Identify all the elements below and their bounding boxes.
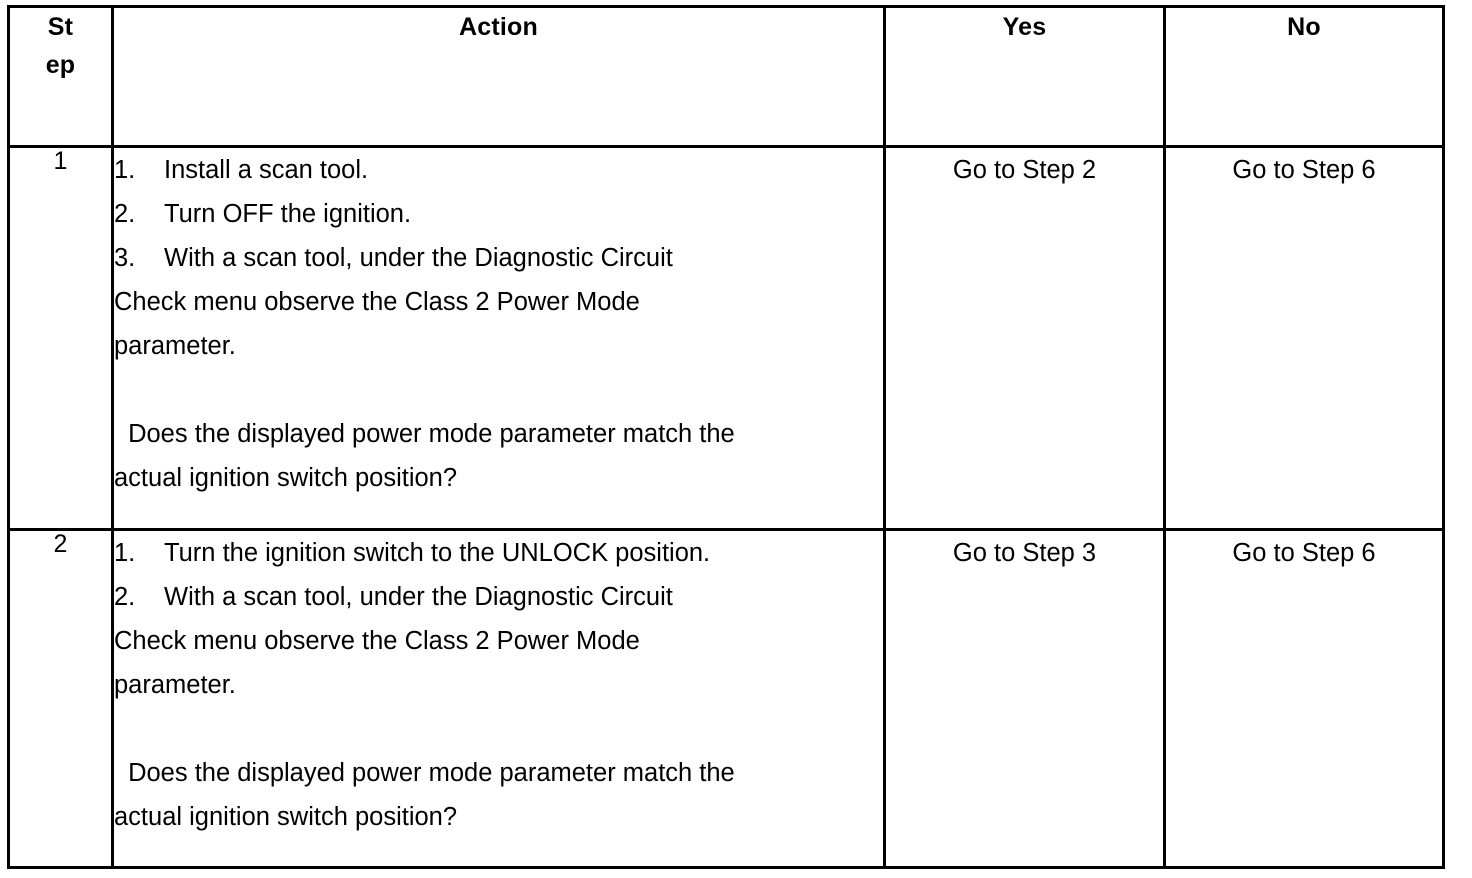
yes-result-cell-1: Go to Step 2 bbox=[883, 145, 1166, 531]
action-list-item: 2. Turn OFF the ignition. bbox=[114, 192, 883, 236]
action-continuation-line: Check menu observe the Class 2 Power Mod… bbox=[114, 288, 640, 316]
list-marker: 2. bbox=[114, 583, 136, 611]
column-header-step-line-2: ep bbox=[45, 51, 76, 79]
action-question-line: actual ignition switch position? bbox=[114, 803, 458, 831]
action-continuation-line: parameter. bbox=[114, 671, 236, 699]
list-item-text: With a scan tool, under the Diagnostic C… bbox=[164, 244, 673, 272]
list-item-text: With a scan tool, under the Diagnostic C… bbox=[164, 583, 673, 611]
action-question-line: actual ignition switch position? bbox=[114, 464, 458, 492]
action-question-line: Does the displayed power mode parameter … bbox=[121, 759, 735, 787]
action-blank-line bbox=[114, 368, 883, 412]
action-list-item: 1. Turn the ignition switch to the UNLOC… bbox=[114, 531, 883, 575]
action-question-line: Does the displayed power mode parameter … bbox=[121, 420, 735, 448]
action-cell-1: 1. Install a scan tool. 2. Turn OFF the … bbox=[111, 145, 886, 531]
column-header-no: No bbox=[1163, 5, 1445, 148]
list-marker: 1. bbox=[114, 156, 136, 184]
no-result-text: Go to Step 6 bbox=[1232, 539, 1376, 567]
step-number-cell-1: 1 bbox=[7, 145, 114, 531]
column-header-yes-text: Yes bbox=[1002, 13, 1047, 41]
action-cell-2: 1. Turn the ignition switch to the UNLOC… bbox=[111, 528, 886, 869]
table-header-row: St ep Action Yes No bbox=[7, 5, 1445, 148]
column-header-step-text: St ep bbox=[10, 8, 111, 100]
list-item-text: Install a scan tool. bbox=[164, 156, 369, 184]
list-item-text: Turn the ignition switch to the UNLOCK p… bbox=[164, 539, 711, 567]
table-row: 1 1. Install a scan tool. 2. Turn OFF th… bbox=[7, 145, 1445, 531]
no-result-text: Go to Step 6 bbox=[1232, 156, 1376, 184]
list-marker: 1. bbox=[114, 539, 136, 567]
action-blank-line bbox=[114, 707, 883, 751]
column-header-step: St ep bbox=[7, 5, 114, 148]
no-result-cell-1: Go to Step 6 bbox=[1163, 145, 1445, 531]
column-header-no-text: No bbox=[1287, 13, 1321, 41]
yes-result-text: Go to Step 2 bbox=[952, 156, 1097, 184]
column-header-action-text: Action bbox=[459, 13, 538, 41]
column-header-yes: Yes bbox=[883, 5, 1166, 148]
action-continuation-line: Check menu observe the Class 2 Power Mod… bbox=[114, 627, 640, 655]
action-list-item: 2. With a scan tool, under the Diagnosti… bbox=[114, 575, 883, 619]
list-marker: 3. bbox=[114, 244, 136, 272]
yes-result-text: Go to Step 3 bbox=[952, 539, 1097, 567]
action-list-item: 1. Install a scan tool. bbox=[114, 148, 883, 192]
action-continuation-line: parameter. bbox=[114, 332, 236, 360]
no-result-cell-2: Go to Step 6 bbox=[1163, 528, 1445, 869]
column-header-step-line-1: St bbox=[47, 13, 74, 41]
table-row: 2 1. Turn the ignition switch to the UNL… bbox=[7, 528, 1445, 869]
list-marker: 2. bbox=[114, 200, 136, 228]
list-item-text: Turn OFF the ignition. bbox=[164, 200, 412, 228]
yes-result-cell-2: Go to Step 3 bbox=[883, 528, 1166, 869]
step-number-cell-2: 2 bbox=[7, 528, 114, 869]
action-list-item: 3. With a scan tool, under the Diagnosti… bbox=[114, 236, 883, 280]
column-header-action: Action bbox=[111, 5, 886, 148]
diagnostic-steps-table: St ep Action Yes No 1 1. bbox=[7, 5, 1445, 869]
